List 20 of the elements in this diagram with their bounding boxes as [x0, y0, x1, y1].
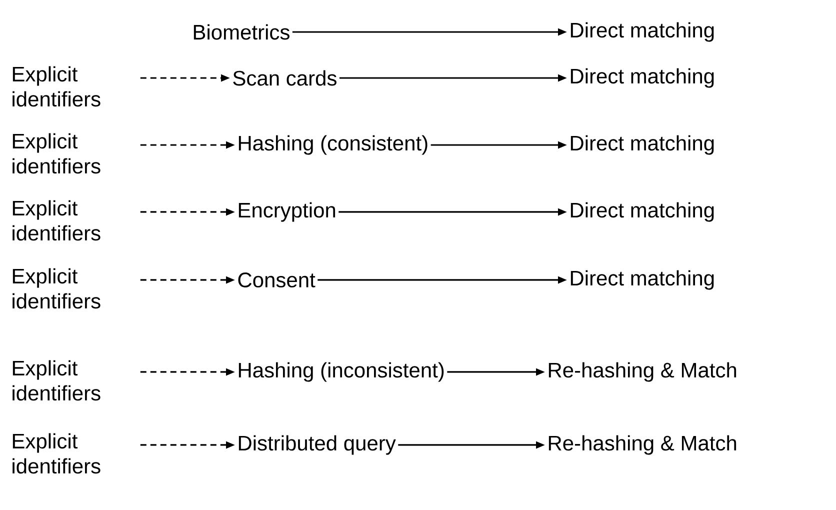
text-label: Explicit identifiers — [12, 360, 100, 401]
text-label: Hashing (consistent) — [238, 135, 428, 155]
text-label: Direct matching — [570, 68, 714, 88]
text-label: Direct matching — [570, 22, 714, 42]
text-label: Scan cards — [233, 70, 336, 86]
text-label: Distributed query — [238, 435, 396, 455]
text-label: Explicit identifiers — [12, 133, 100, 174]
text-label: Re-hashing & Match — [548, 362, 736, 382]
text-label: Consent — [238, 272, 316, 288]
text-label: Direct matching — [570, 135, 714, 155]
text-label: Explicit identifiers — [12, 200, 100, 241]
text-label: Direct matching — [570, 270, 714, 290]
text-label: Hashing (inconsistent) — [238, 362, 444, 382]
text-label: Biometrics — [194, 24, 290, 40]
text-label: Explicit identifiers — [12, 268, 100, 309]
text-label: Direct matching — [570, 202, 714, 222]
text-label: Explicit identifiers — [12, 433, 100, 474]
text-label: Encryption — [238, 202, 336, 222]
text-label: Explicit identifiers — [12, 66, 100, 107]
text-label: Re-hashing & Match — [548, 435, 736, 455]
